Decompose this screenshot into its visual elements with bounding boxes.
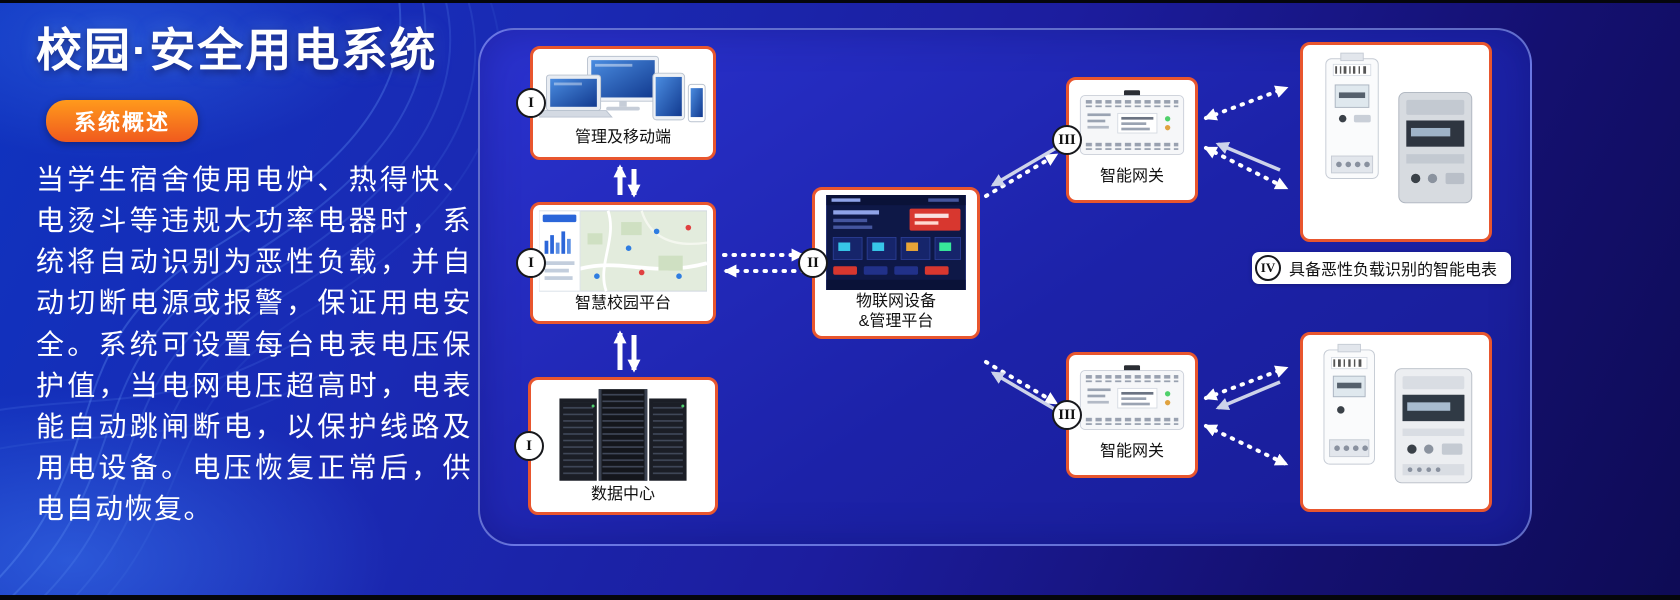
- numeral-badge: II: [798, 248, 828, 278]
- gateway-device-illustration: [1079, 90, 1185, 155]
- node-label: 物联网设备 &管理平台: [856, 292, 936, 332]
- node-label-line1: 物联网设备: [855, 293, 936, 310]
- intro-column: 校园·安全用电系统 系统概述 当学生宿舍使用电炉、热得快、电烫斗等违规大功率电器…: [36, 14, 472, 530]
- numeral-badge: III: [1052, 400, 1082, 430]
- node-label: 管理及移动端: [574, 129, 671, 146]
- server-racks-illustration: [559, 389, 687, 481]
- iot-dashboard-illustration: [826, 195, 966, 290]
- node-smart-meters-top: [1300, 42, 1492, 242]
- node-label-line2: &管理平台: [858, 313, 934, 330]
- numeral-badge: I: [514, 431, 544, 461]
- node-smart-meters-bottom: [1300, 332, 1492, 512]
- numeral-badge: IV: [1255, 255, 1281, 281]
- node-smart-gateway-top: III 智能网关: [1052, 77, 1198, 203]
- smart-meters-illustration: [1325, 52, 1473, 204]
- node-data-center: I 数据中心: [514, 377, 718, 515]
- node-management-mobile: I 管理及移动端: [516, 46, 716, 160]
- node-iot-platform: II: [798, 187, 980, 339]
- numeral-badge: I: [516, 248, 546, 278]
- overview-badge: 系统概述: [46, 100, 199, 142]
- diagram-panel: I 管理及移动端: [478, 28, 1532, 546]
- devices-illustration: [539, 55, 706, 123]
- node-smart-gateway-bottom: III 智能网关: [1052, 352, 1198, 478]
- campus-dashboard-illustration: [539, 210, 707, 292]
- numeral-badge: I: [516, 88, 546, 118]
- smart-meters-illustration: [1323, 343, 1473, 484]
- gateway-device-illustration: [1079, 365, 1185, 430]
- numeral-badge: III: [1052, 125, 1082, 155]
- meter-caption-text: 具备恶性负载识别的智能电表: [1289, 262, 1498, 279]
- page-title: 校园·安全用电系统: [36, 24, 438, 76]
- node-label: 智慧校园平台: [574, 295, 671, 312]
- node-label: 智能网关: [1099, 443, 1164, 460]
- node-label: 智能网关: [1099, 168, 1164, 185]
- smart-meter-caption: IV 具备恶性负载识别的智能电表: [1252, 252, 1512, 284]
- system-description: 当学生宿舍使用电炉、热得快、电烫斗等违规大功率电器时，系统将自动识别为恶性负载，…: [36, 165, 472, 526]
- node-label: 数据中心: [590, 486, 655, 503]
- letterbox-bottom: [0, 595, 1680, 600]
- letterbox-top: [0, 0, 1680, 3]
- node-campus-platform: I: [516, 202, 716, 324]
